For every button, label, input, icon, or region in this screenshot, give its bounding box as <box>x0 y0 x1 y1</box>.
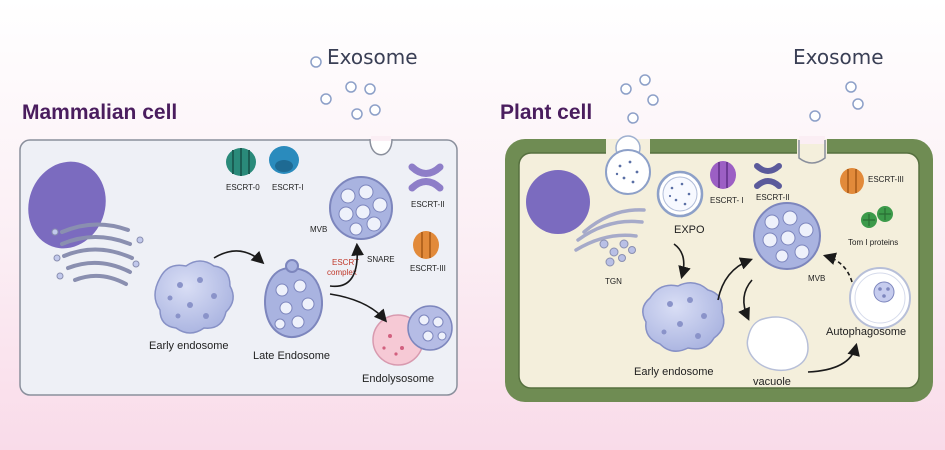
plant-nucleus <box>526 170 590 234</box>
arrow-early-to-late <box>213 250 265 265</box>
escrt-complex-label-line2: complex <box>327 268 357 277</box>
late-endosome-label: Late Endosome <box>253 350 330 362</box>
escrt-2-icon <box>408 163 444 192</box>
arrow-tgn-to-early <box>673 243 691 280</box>
mammalian-exosome-label: Exosome <box>327 45 418 69</box>
arrow-autophagosome-to-mvb <box>822 252 853 283</box>
escrt-3-icon <box>413 231 439 259</box>
plant-budding-site <box>798 140 826 164</box>
plant-escrt-1-label: ESCRT- I <box>710 196 744 205</box>
plant-panel: Plant cell Exosome EXPO <box>500 45 933 402</box>
plant-escrt-2-icon <box>754 163 782 189</box>
plant-secretory-vesicle <box>605 149 651 195</box>
escrt-1-icon <box>269 146 299 174</box>
plant-early-endosome <box>642 282 725 352</box>
tom-proteins-label: Tom I proteins <box>848 238 898 247</box>
escrt-complex-label-line1: ESCRT <box>332 258 359 267</box>
vacuole <box>746 316 809 372</box>
mammalian-budding-site <box>369 138 393 156</box>
escrt-0-label: ESCRT-0 <box>226 183 260 192</box>
plant-early-endosome-label: Early endosome <box>634 366 714 378</box>
plant-title: Plant cell <box>500 101 592 124</box>
autophagosome-label: Autophagosome <box>826 326 906 338</box>
mammalian-mvb-label: MVB <box>310 225 327 234</box>
plant-escrt-2-label: ESCRT-II <box>756 193 790 202</box>
tgn-label: TGN <box>605 277 622 286</box>
endolysosome-label: Endolysosome <box>362 373 434 385</box>
escrt-3-label: ESCRT-III <box>410 264 446 273</box>
plant-escrt-3-label: ESCRT-III <box>868 175 904 184</box>
arrow-early-to-mvb <box>717 257 753 301</box>
plant-exosome-label: Exosome <box>793 45 884 69</box>
expo <box>656 170 704 218</box>
mammalian-early-endosome-label: Early endosome <box>149 340 229 352</box>
endolysosome <box>372 305 453 366</box>
autophagosome <box>849 267 911 329</box>
escrt-2-label: ESCRT-II <box>411 200 445 209</box>
expo-label: EXPO <box>674 224 705 236</box>
mammalian-mvb <box>329 176 393 240</box>
arrow-late-to-endolysosome <box>329 293 388 323</box>
plant-escrt-3-icon <box>840 168 864 194</box>
mammalian-title: Mammalian cell <box>22 101 177 124</box>
plant-escrt-1-icon <box>710 161 736 189</box>
mammalian-golgi <box>60 222 134 286</box>
plant-exosome-vesicles <box>620 74 864 124</box>
tgn <box>574 208 646 252</box>
vacuole-label: vacuole <box>753 376 791 388</box>
arrow-vacuole-to-autophagosome <box>807 342 860 373</box>
snare-label: SNARE <box>367 255 395 264</box>
mammalian-early-endosome <box>154 260 234 334</box>
escrt-1-label: ESCRT-I <box>272 183 303 192</box>
escrt-0-icon <box>226 148 256 176</box>
mammalian-panel: Mammalian cell Exosome ESCR <box>19 45 458 396</box>
tom-proteins-icon <box>861 206 893 228</box>
mammalian-exosome-vesicles <box>310 56 381 120</box>
arrow-late-to-mvb <box>329 242 365 288</box>
plant-mvb-label: MVB <box>808 274 825 283</box>
plant-mvb <box>753 202 821 270</box>
arrow-mvb-to-vacuole <box>738 279 753 321</box>
mammalian-late-endosome <box>264 259 323 338</box>
